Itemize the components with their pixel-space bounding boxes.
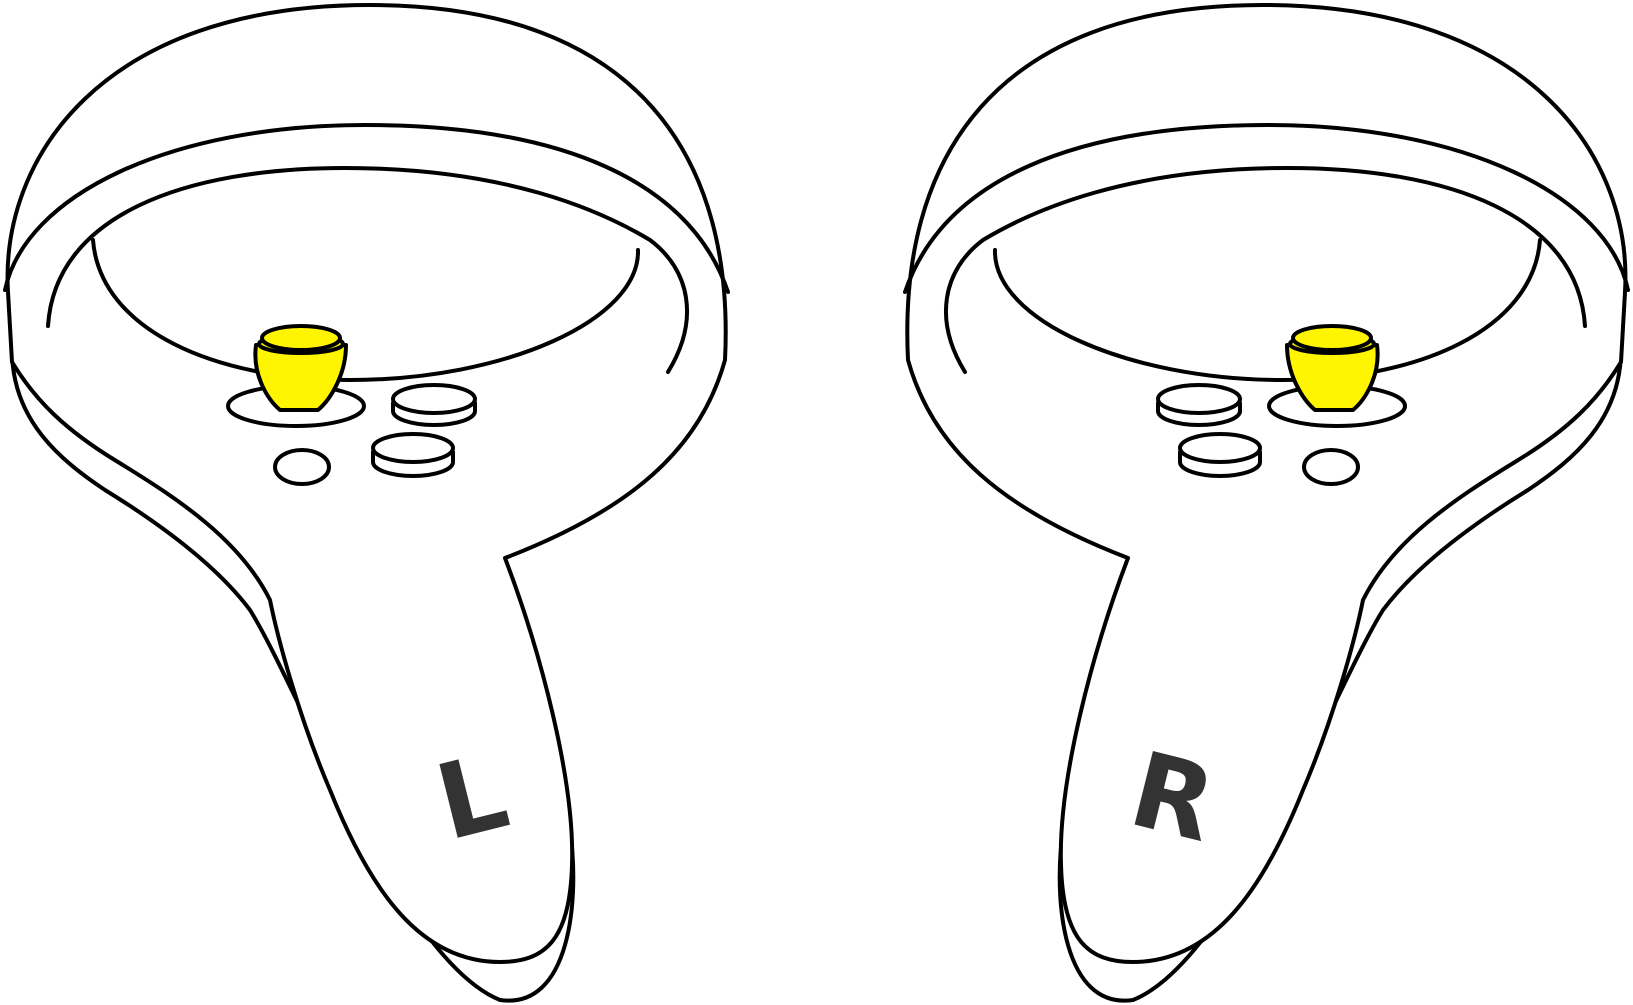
right-ring-inner <box>944 166 1587 374</box>
right-button-a[interactable] <box>1178 432 1262 478</box>
left-button-y[interactable] <box>391 383 477 427</box>
left-thumbstick-body <box>253 343 348 412</box>
left-button-x[interactable] <box>371 432 455 478</box>
right-handle-back-outline <box>1057 348 1623 1003</box>
left-handle-back-outline <box>10 348 576 1003</box>
right-thumbstick[interactable] <box>1285 324 1380 412</box>
right-body-outline <box>905 3 1628 964</box>
right-thumbstick-top <box>1291 324 1373 352</box>
left-controller: L <box>3 3 730 1003</box>
right-thumbstick-body <box>1285 343 1380 412</box>
right-controller <box>903 3 1630 1003</box>
left-thumbstick[interactable] <box>253 324 348 412</box>
left-ring-inner <box>46 166 689 374</box>
left-face-plate <box>91 238 641 382</box>
left-menu-button[interactable] <box>273 448 331 486</box>
left-thumbstick-top <box>260 324 342 352</box>
right-button-b[interactable] <box>1156 383 1242 427</box>
left-ring-outer <box>3 123 730 294</box>
right-oculus-button[interactable] <box>1302 448 1360 486</box>
right-ring-outer <box>903 123 1630 294</box>
right-face-plate <box>992 238 1542 382</box>
left-body-outline <box>5 3 728 964</box>
